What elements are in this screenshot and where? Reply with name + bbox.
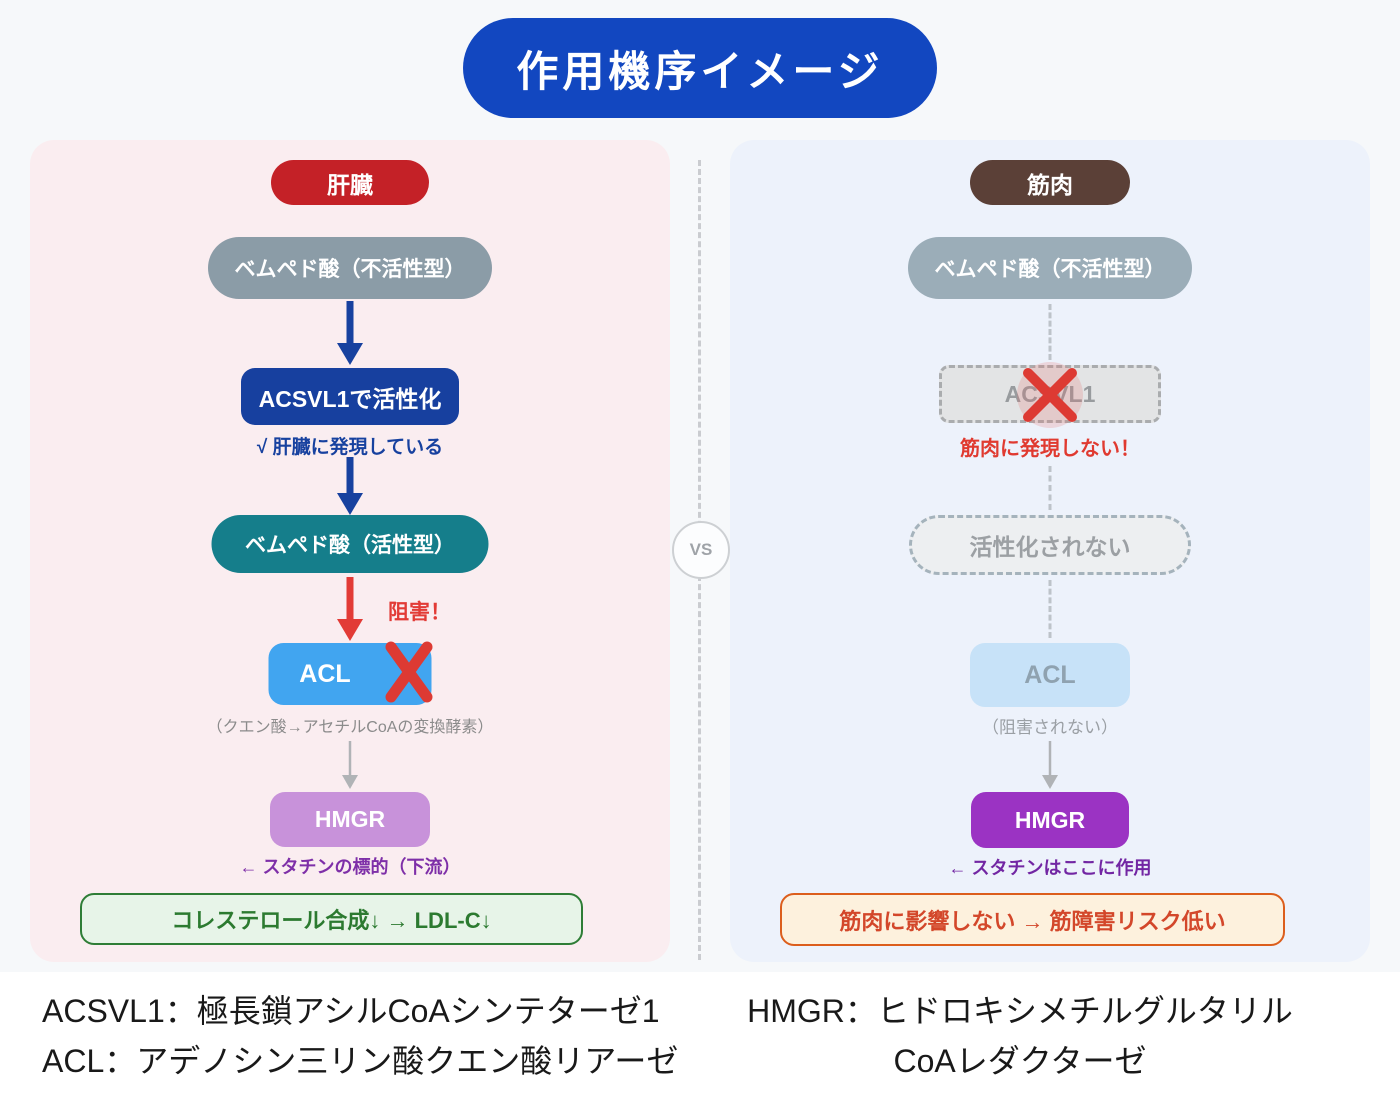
hmgr-box: HMGR xyxy=(270,792,430,847)
dashed-connector xyxy=(1048,466,1052,510)
arrow-down-icon xyxy=(333,301,367,372)
acl-label: ACL xyxy=(299,659,351,688)
muscle-result-box: 筋肉に影響しない → 筋障害リスク低い xyxy=(780,893,1285,946)
inhibit-label: 阻害！ xyxy=(388,601,451,624)
bempedoic-inactive-pill: ベムペド酸（不活性型） xyxy=(208,237,492,299)
flow-arrow-icon xyxy=(338,741,362,796)
page-title: 作用機序イメージ xyxy=(463,18,937,118)
statin-target-note: ← スタチンの標的（下流） xyxy=(239,857,461,877)
legend-hmgr-line1: HMGR：ヒドロキシメチルグルタリル xyxy=(747,993,1293,1029)
cross-icon xyxy=(382,638,436,711)
muscle-panel: 筋肉 ベムペド酸（不活性型） ACSVL1 筋肉に発現しない！ 活性化されない … xyxy=(730,140,1370,962)
legend-right-block: HMGR：ヒドロキシメチルグルタリル CoAレダクターゼ xyxy=(720,986,1320,1086)
vs-badge: VS xyxy=(672,521,730,579)
liver-result-box: コレステロール合成↓ → LDL-C↓ xyxy=(80,893,583,945)
not-activated-pill: 活性化されない xyxy=(909,515,1191,575)
legend-left-block: ACSVL1：極長鎖アシルCoAシンテターゼ1 ACL：アデノシン三リン酸クエン… xyxy=(42,986,678,1086)
acsvl1-activation-box: ACSVL1で活性化 xyxy=(241,368,459,425)
bempedoic-inactive-pill: ベムペド酸（不活性型） xyxy=(908,237,1192,299)
dashed-connector xyxy=(1048,580,1052,638)
cross-icon xyxy=(1017,362,1083,428)
hmgr-box: HMGR xyxy=(971,792,1129,848)
liver-badge: 肝臓 xyxy=(271,160,429,205)
liver-expression-note: √ 肝臓に発現している xyxy=(256,437,444,458)
arrow-down-icon xyxy=(333,457,367,522)
flow-arrow-icon xyxy=(1038,741,1062,796)
liver-panel: 肝臓 ベムペド酸（不活性型） ACSVL1で活性化 √ 肝臓に発現している ベム… xyxy=(30,140,670,962)
not-inhibited-note: （阻害されない） xyxy=(982,718,1118,737)
bempedoic-active-pill: ベムペド酸（活性型） xyxy=(211,515,489,573)
no-expression-note: 筋肉に発現しない！ xyxy=(960,438,1140,460)
legend-acsvl1: ACSVL1：極長鎖アシルCoAシンテターゼ1 xyxy=(42,993,660,1029)
legend-area: ACSVL1：極長鎖アシルCoAシンテターゼ1 ACL：アデノシン三リン酸クエン… xyxy=(0,972,1400,1100)
statin-site-note: ← スタチンはここに作用 xyxy=(948,858,1152,878)
dashed-connector xyxy=(1048,304,1052,360)
inhibit-arrow-icon xyxy=(333,577,367,648)
legend-hmgr-line2: CoAレダクターゼ xyxy=(893,1043,1147,1079)
muscle-badge: 筋肉 xyxy=(970,160,1130,205)
acl-box: ACL xyxy=(970,643,1130,707)
legend-acl: ACL：アデノシン三リン酸クエン酸リアーゼ xyxy=(42,1043,679,1079)
acl-enzyme-note: （クエン酸→アセチルCoAの変換酵素） xyxy=(206,719,494,736)
